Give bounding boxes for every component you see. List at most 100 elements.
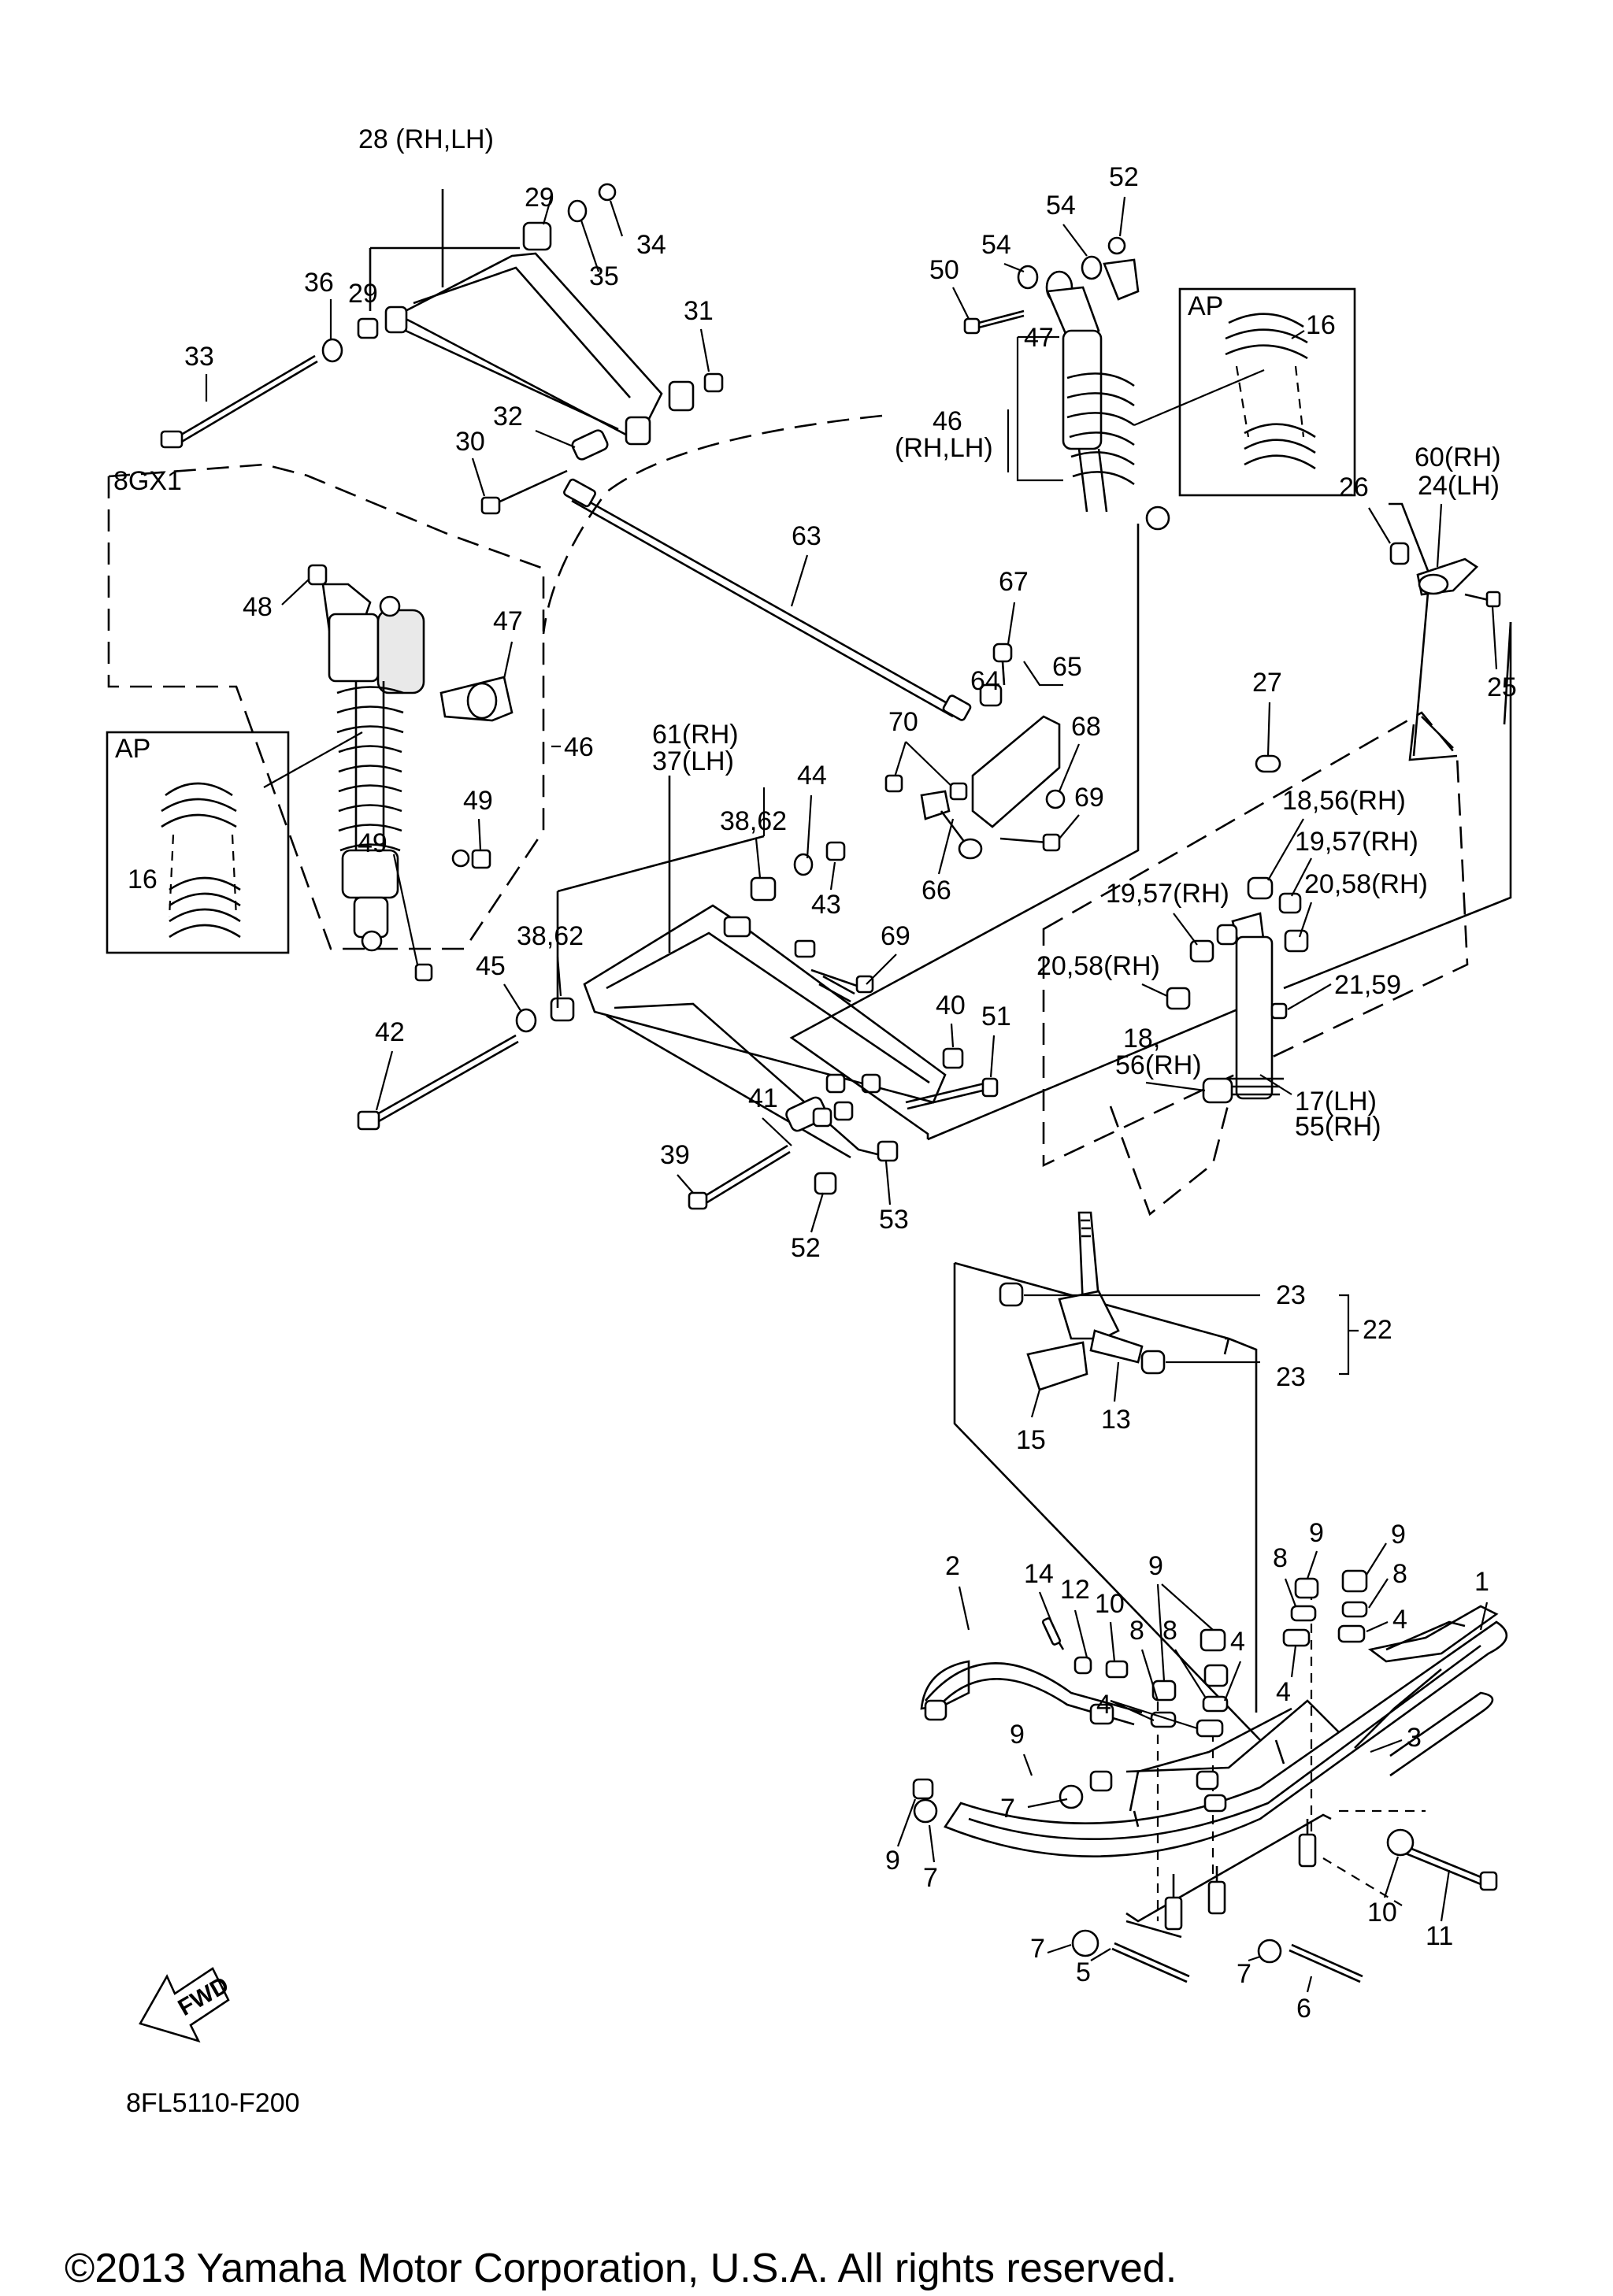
- label-8gx1: 8GX1: [113, 466, 182, 496]
- label-49b: 49: [358, 828, 387, 858]
- label-30: 30: [455, 427, 485, 457]
- label-ap-left: AP: [115, 734, 150, 764]
- steering-kingpin: [1166, 754, 1309, 1104]
- label-20-58b: 20,58(RH): [1036, 951, 1160, 981]
- ski-bolts: [912, 1770, 1498, 1983]
- label-4a: 4: [1096, 1690, 1111, 1720]
- stabilizer-link-rod: [884, 774, 983, 860]
- label-8a: 8: [1129, 1616, 1144, 1646]
- label-7b: 7: [923, 1863, 938, 1893]
- label-35: 35: [589, 261, 619, 291]
- label-18-56b-num: 18,: [1123, 1024, 1160, 1054]
- label-23b: 23: [1276, 1362, 1306, 1392]
- label-20-58a: 20,58(RH): [1304, 869, 1428, 899]
- label-19-57a: 19,57(RH): [1295, 827, 1418, 857]
- label-55: 55(RH): [1295, 1112, 1381, 1142]
- label-27: 27: [1252, 668, 1282, 698]
- diagram-code: 8FL5110-F200: [126, 2088, 300, 2118]
- label-7d: 7: [1237, 1959, 1251, 1989]
- fwd-arrow: FWD: [139, 1967, 233, 2043]
- label-19-57b: 19,57(RH): [1106, 879, 1229, 909]
- label-28: 28 (RH,LH): [358, 124, 494, 154]
- right-ap-spring: [1225, 313, 1316, 470]
- label-14: 14: [1024, 1559, 1054, 1589]
- label-52a: 52: [1109, 162, 1139, 192]
- label-33: 33: [184, 342, 214, 372]
- label-3: 3: [1407, 1723, 1422, 1753]
- label-25: 25: [1487, 672, 1517, 702]
- label-54b: 54: [981, 230, 1011, 260]
- label-66: 66: [921, 876, 951, 905]
- label-69a: 69: [1074, 783, 1104, 813]
- label-61: 61(RH): [652, 720, 739, 750]
- label-23a: 23: [1276, 1280, 1306, 1310]
- left-shock-absorber: [307, 564, 514, 952]
- label-34: 34: [636, 230, 666, 260]
- label-9b: 9: [1309, 1518, 1324, 1548]
- label-24: 24(LH): [1418, 471, 1500, 501]
- label-15: 15: [1016, 1425, 1046, 1455]
- label-46a: 46: [564, 732, 594, 762]
- ski-assembly: [920, 1605, 1508, 1857]
- label-18-56a: 18,56(RH): [1282, 786, 1406, 816]
- label-22: 22: [1363, 1315, 1392, 1345]
- label-68: 68: [1071, 712, 1101, 742]
- label-13: 13: [1101, 1405, 1131, 1435]
- steering-arm: [1389, 542, 1501, 608]
- lower-arm-hardware: [357, 841, 999, 1210]
- label-2: 2: [945, 1551, 960, 1581]
- label-7a: 7: [1000, 1794, 1015, 1824]
- label-46b-num: 46: [933, 406, 962, 436]
- variant-boundary-8gx1: [107, 463, 545, 950]
- label-48: 48: [243, 592, 273, 622]
- label-21-59: 21,59: [1334, 970, 1401, 1000]
- label-69b: 69: [881, 921, 910, 951]
- label-11: 11: [1426, 1921, 1453, 1951]
- label-64: 64: [970, 666, 1000, 696]
- label-38-62a: 38,62: [720, 806, 787, 836]
- label-ap-right: AP: [1188, 291, 1223, 321]
- label-12: 12: [1060, 1575, 1090, 1605]
- label-4d: 4: [1392, 1605, 1407, 1635]
- label-17: 17(LH): [1295, 1087, 1377, 1117]
- left-ap-spring: [161, 782, 241, 939]
- right-shock-absorber: [963, 236, 1170, 531]
- label-4c: 4: [1276, 1677, 1291, 1707]
- label-9d: 9: [1010, 1720, 1025, 1750]
- label-1: 1: [1474, 1567, 1489, 1597]
- copyright-notice: ©2013 Yamaha Motor Corporation, U.S.A. A…: [65, 2246, 1177, 2291]
- upper-arm-hardware: [160, 183, 724, 515]
- label-8b: 8: [1162, 1616, 1177, 1646]
- label-9a: 9: [1148, 1551, 1163, 1581]
- label-8d: 8: [1392, 1559, 1407, 1589]
- label-9e: 9: [885, 1846, 900, 1876]
- label-37: 37(LH): [652, 746, 734, 776]
- label-49a: 49: [463, 786, 493, 816]
- label-36: 36: [304, 268, 334, 298]
- upper-a-arm: [384, 252, 695, 446]
- label-47a: 47: [493, 606, 523, 636]
- label-70: 70: [888, 707, 918, 737]
- label-50: 50: [929, 255, 959, 285]
- label-65: 65: [1052, 652, 1082, 682]
- label-7c: 7: [1030, 1934, 1045, 1964]
- label-4b: 4: [1230, 1627, 1245, 1657]
- label-31: 31: [684, 296, 714, 326]
- label-63: 63: [792, 521, 821, 551]
- label-18-56b-side: 56(RH): [1115, 1050, 1202, 1080]
- label-60: 60(RH): [1415, 443, 1501, 472]
- sway-bar: [563, 478, 972, 721]
- label-43: 43: [811, 890, 841, 920]
- label-26: 26: [1339, 472, 1369, 502]
- label-32: 32: [493, 402, 523, 431]
- label-9c: 9: [1391, 1520, 1406, 1550]
- label-29a: 29: [525, 183, 554, 213]
- ap-spring-box-left: [106, 731, 290, 954]
- label-42: 42: [375, 1017, 405, 1047]
- label-39: 39: [660, 1140, 690, 1170]
- label-8c: 8: [1273, 1543, 1288, 1573]
- ski-spindle: [999, 1211, 1166, 1391]
- sway-bar-link: [971, 643, 1066, 852]
- label-52b: 52: [791, 1233, 821, 1263]
